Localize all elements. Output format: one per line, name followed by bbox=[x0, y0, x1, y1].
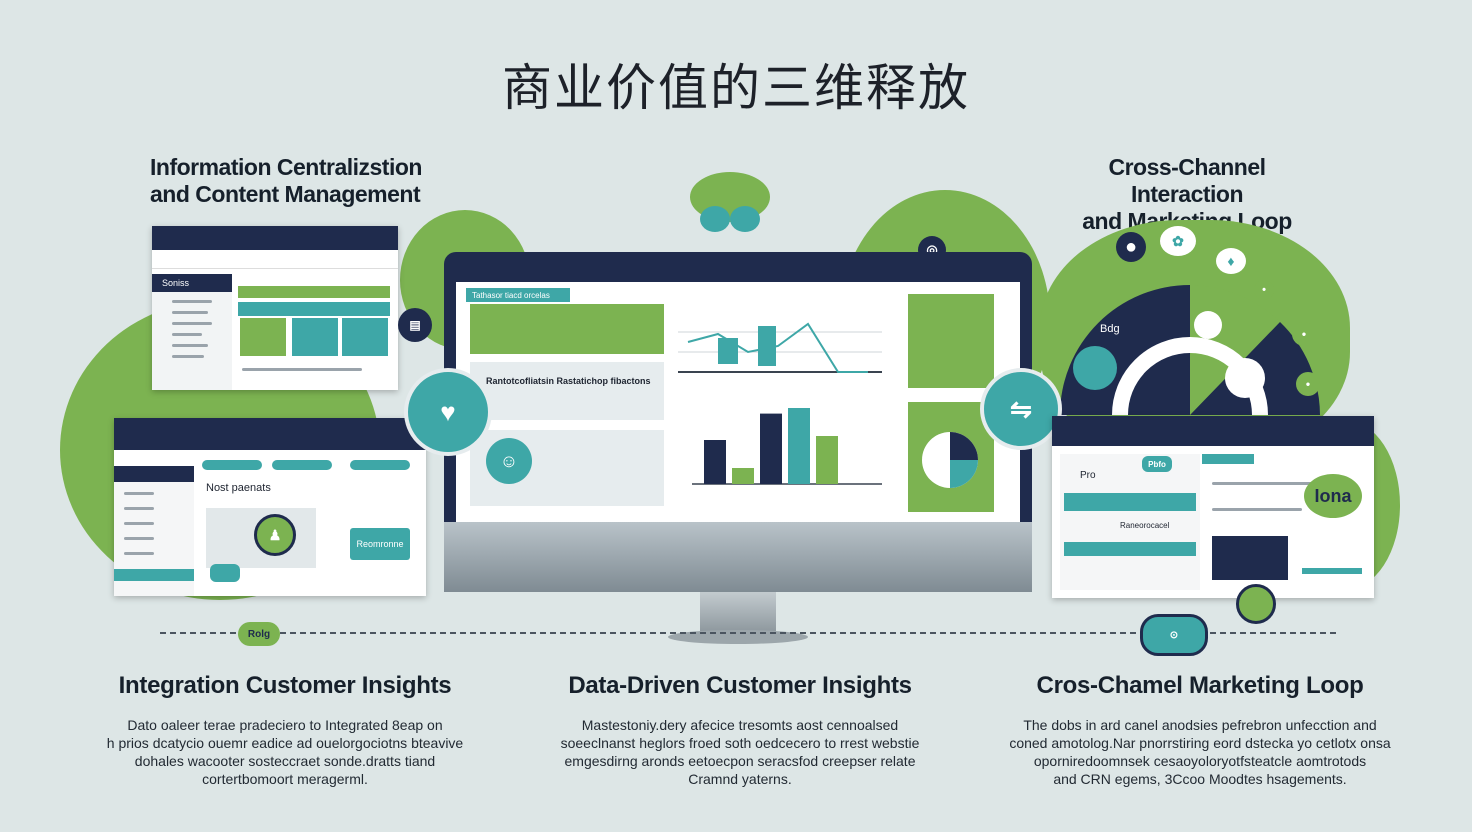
decor-dot-icon: • bbox=[1254, 280, 1274, 300]
info-card: Rantotcofliatsin Rastatichop fibactons bbox=[470, 362, 664, 420]
shield-icon: ♥ bbox=[404, 368, 492, 456]
brand-bubble: Iona bbox=[1304, 474, 1362, 518]
key-icon: ⊙ bbox=[1140, 614, 1208, 656]
dashboard-tab[interactable]: Tathasor tiacd orcelas bbox=[466, 288, 570, 302]
content-management-screen: Soniss bbox=[152, 226, 398, 390]
decor-dot-icon: • bbox=[1296, 372, 1320, 396]
person-icon: ♟ bbox=[254, 514, 296, 556]
footer-badge: Rolg bbox=[238, 622, 280, 646]
bar bbox=[816, 436, 838, 484]
line-chart bbox=[678, 322, 882, 373]
monitor-bezel bbox=[444, 522, 1032, 592]
customer-insights-screen: Nost paenats ♟ Reomronne bbox=[114, 418, 426, 596]
heading-information-centralization: Information Centralizstion and Content M… bbox=[150, 154, 422, 207]
cloud-node-icon bbox=[730, 206, 760, 232]
section-cross-channel: Cros-Chamel Marketing Loop The dobs in a… bbox=[1009, 672, 1391, 787]
screen-toolbar bbox=[152, 250, 398, 269]
page-title: 商业价值的三维释放 bbox=[502, 59, 970, 117]
chat-bubble-icon: ✿ bbox=[1160, 226, 1196, 256]
pin-icon: ♦ bbox=[1216, 248, 1246, 274]
cloud-node-icon bbox=[700, 206, 730, 232]
semicircle-diagram: Bdg bbox=[1060, 285, 1320, 416]
data-node-icon: ▤ bbox=[398, 308, 432, 342]
chat-bubble-icon: ● bbox=[1116, 232, 1146, 262]
bar bbox=[704, 440, 726, 484]
screen-sidebar bbox=[114, 466, 194, 596]
decor-dot-icon: • bbox=[1292, 322, 1316, 346]
pie-chart bbox=[922, 432, 978, 488]
marketing-loop-screen: Pro Raneorocacel Pbfo Iona bbox=[1052, 416, 1374, 598]
screen-titlebar bbox=[152, 226, 398, 250]
bar-chart bbox=[692, 408, 882, 485]
bar bbox=[760, 413, 782, 484]
side-card bbox=[908, 294, 994, 388]
bar bbox=[732, 468, 754, 484]
chart-center-label: Bdg bbox=[1100, 323, 1120, 335]
section-integration: Integration Customer Insights Dato oalee… bbox=[106, 672, 464, 787]
badge-tag: Pbfo bbox=[1142, 456, 1172, 472]
campaign-panel: Pro Raneorocacel bbox=[1060, 454, 1200, 590]
section-data-driven: Data-Driven Customer Insights Mastestoni… bbox=[560, 672, 920, 787]
user-icon: ☺ bbox=[486, 438, 532, 484]
screen-titlebar bbox=[1052, 416, 1374, 446]
screen-titlebar bbox=[114, 418, 426, 450]
open-report-button[interactable]: Reomronne bbox=[350, 528, 410, 560]
divider-line bbox=[160, 632, 1336, 634]
monitor-screen: Tathasor tiacd orcelas Rantotcofliatsin … bbox=[456, 282, 1020, 524]
share-icon: ⇋ bbox=[980, 368, 1062, 450]
panel-label: Nost paenats bbox=[206, 482, 271, 494]
analytics-card bbox=[1212, 536, 1288, 580]
bar bbox=[788, 408, 810, 484]
loop-node-icon bbox=[1236, 584, 1276, 624]
sidebar-header: Soniss bbox=[152, 274, 232, 292]
screen-sidebar: Soniss bbox=[152, 274, 232, 390]
monitor-stand bbox=[700, 592, 776, 632]
summary-card bbox=[470, 304, 664, 354]
